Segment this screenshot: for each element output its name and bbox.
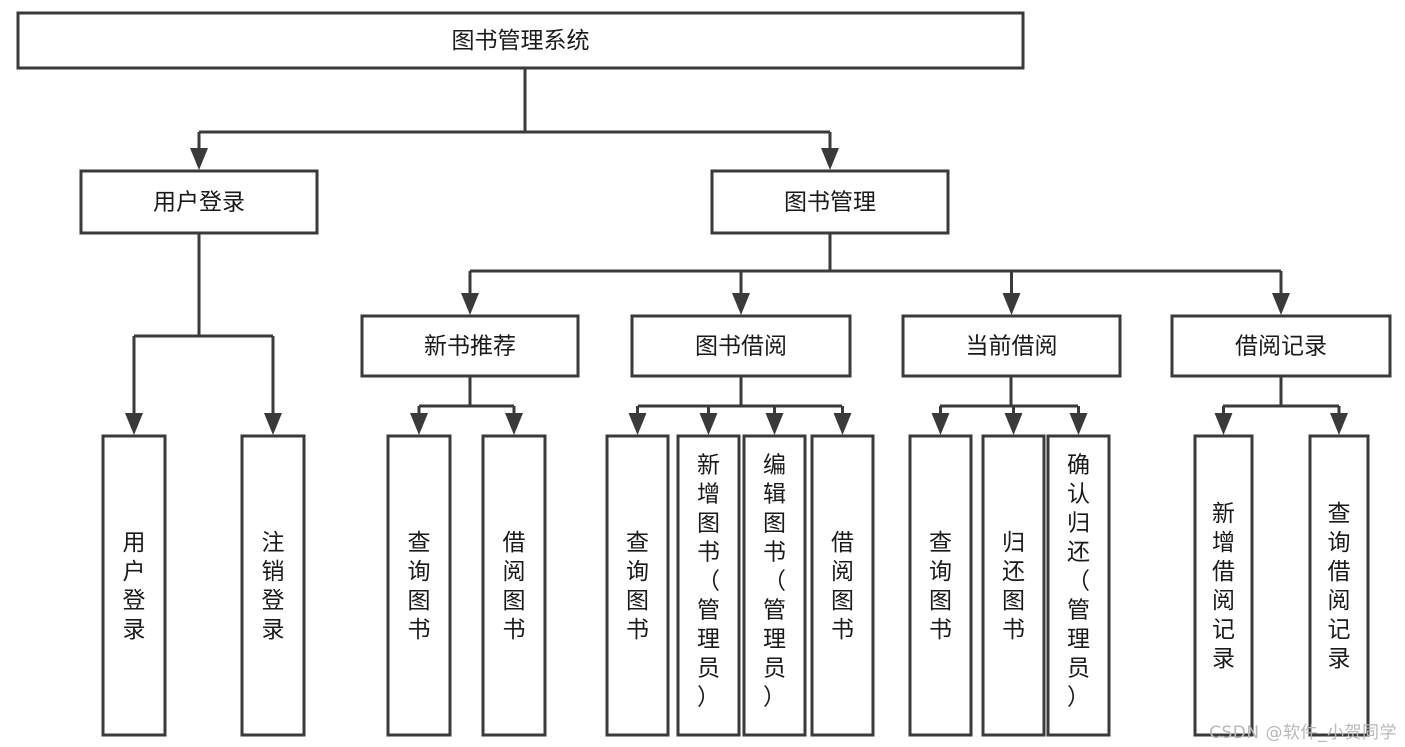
node-level2-0[interactable]: 用户登录	[79, 169, 319, 235]
connector-layer	[125, 68, 1348, 435]
node-label: 新增借阅记录	[1212, 501, 1235, 672]
node-box[interactable]	[360, 314, 580, 378]
arrow-head	[931, 413, 950, 435]
node-label: 注销登录	[262, 530, 285, 643]
arrow-head	[461, 293, 479, 315]
arrow-head	[765, 413, 784, 435]
arrow-head	[1002, 293, 1021, 315]
arrow-head	[821, 148, 839, 170]
node-label: 用户登录	[153, 190, 245, 216]
node-label: 查询图书	[929, 530, 952, 643]
node-box[interactable]	[742, 434, 807, 737]
node-box[interactable]	[101, 434, 167, 737]
arrow-head	[1069, 413, 1088, 435]
node-label: 借阅记录	[1235, 334, 1327, 360]
node-label: 归还图书	[1002, 530, 1025, 643]
arrow-head	[833, 413, 852, 435]
node-label: 当前借阅	[966, 334, 1058, 360]
node-label: 查询图书	[408, 530, 431, 643]
arrow-head	[505, 413, 523, 435]
csdn-watermark: CSDN @软件_小贺同学	[1209, 723, 1397, 743]
node-leaf-5[interactable]: 新增图书（管理员）	[676, 434, 741, 737]
arrow-head	[628, 413, 647, 435]
node-box[interactable]	[481, 434, 547, 737]
node-leaf-8[interactable]: 查询图书	[908, 434, 973, 737]
node-box[interactable]	[1308, 434, 1370, 737]
arrow-head	[732, 293, 750, 315]
node-leaf-10[interactable]: 确认归还（管理员）	[1046, 434, 1111, 737]
arrow-head	[1214, 413, 1233, 435]
node-leaf-3[interactable]: 借阅图书	[481, 434, 547, 737]
node-label: 新增图书（管理员）	[697, 453, 720, 711]
node-leaf-12[interactable]: 查询借阅记录	[1308, 434, 1370, 737]
node-leaf-0[interactable]: 用户登录	[101, 434, 167, 737]
node-level3-1[interactable]: 图书借阅	[630, 314, 852, 378]
node-box[interactable]	[676, 434, 741, 737]
node-box[interactable]	[79, 169, 319, 235]
node-box[interactable]	[1170, 314, 1392, 378]
node-box[interactable]	[981, 434, 1046, 737]
node-label: 图书管理	[784, 190, 876, 216]
node-label: 编辑图书（管理员）	[763, 453, 786, 711]
arrow-head	[264, 413, 282, 435]
node-level2-1[interactable]: 图书管理	[710, 169, 950, 235]
arrow-head	[410, 413, 428, 435]
node-box[interactable]	[908, 434, 973, 737]
arrow-head	[1272, 293, 1290, 315]
node-box[interactable]	[605, 434, 670, 737]
node-leaf-4[interactable]: 查询图书	[605, 434, 670, 737]
node-leaf-9[interactable]: 归还图书	[981, 434, 1046, 737]
node-box[interactable]	[16, 11, 1025, 70]
node-level3-2[interactable]: 当前借阅	[901, 314, 1122, 378]
node-leaf-1[interactable]: 注销登录	[240, 434, 306, 737]
node-box[interactable]	[240, 434, 306, 737]
node-leaf-2[interactable]: 查询图书	[386, 434, 452, 737]
node-label: 查询图书	[626, 530, 649, 643]
node-layer: 图书管理系统用户登录图书管理新书推荐图书借阅当前借阅借阅记录用户登录注销登录查询…	[16, 11, 1392, 737]
node-box[interactable]	[1046, 434, 1111, 737]
arrow-head	[699, 413, 718, 435]
node-box[interactable]	[1193, 434, 1254, 737]
node-box[interactable]	[810, 434, 875, 737]
node-root-图书管理系统[interactable]: 图书管理系统	[16, 11, 1025, 70]
node-label: 新书推荐	[424, 334, 516, 360]
node-box[interactable]	[901, 314, 1122, 378]
node-label: 借阅图书	[503, 530, 526, 643]
node-leaf-6[interactable]: 编辑图书（管理员）	[742, 434, 807, 737]
node-box[interactable]	[630, 314, 852, 378]
node-label: 借阅图书	[831, 530, 854, 643]
node-label: 查询借阅记录	[1328, 501, 1351, 672]
arrow-head	[1330, 413, 1348, 435]
node-box[interactable]	[386, 434, 452, 737]
node-label: 图书借阅	[695, 334, 787, 360]
arrow-head	[1004, 413, 1023, 435]
node-leaf-11[interactable]: 新增借阅记录	[1193, 434, 1254, 737]
node-label: 图书管理系统	[452, 28, 590, 54]
arrow-head	[190, 148, 208, 170]
node-label: 用户登录	[123, 530, 146, 643]
node-leaf-7[interactable]: 借阅图书	[810, 434, 875, 737]
arrow-head	[125, 413, 143, 435]
node-level3-0[interactable]: 新书推荐	[360, 314, 580, 378]
node-box[interactable]	[710, 169, 950, 235]
node-level3-3[interactable]: 借阅记录	[1170, 314, 1392, 378]
node-label: 确认归还（管理员）	[1067, 453, 1090, 711]
